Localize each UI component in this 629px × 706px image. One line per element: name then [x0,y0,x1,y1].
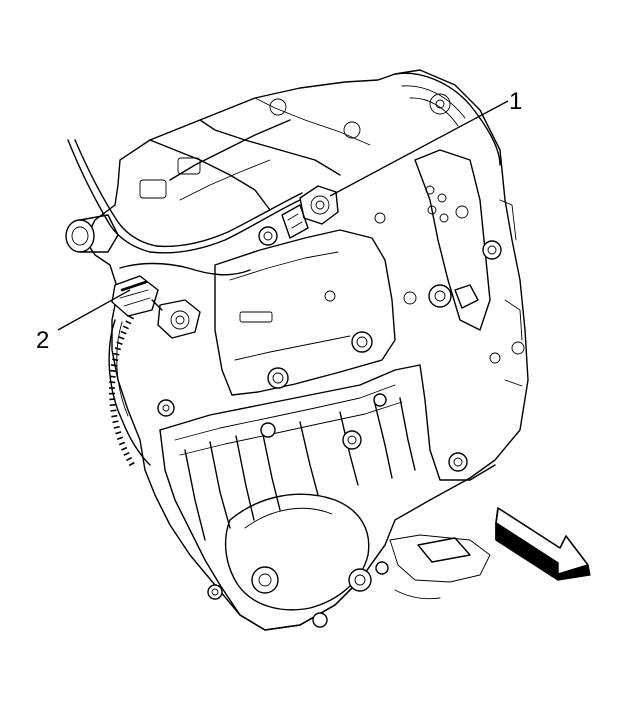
sensor-connector-1 [281,185,339,239]
leader-line-1 [329,100,509,197]
gear-tooth [118,441,126,446]
gear-tooth [110,369,117,373]
sensor-connector-2 [111,275,201,339]
oil-pan [157,364,496,586]
gear-tooth [122,325,129,330]
gear-tooth [126,456,133,462]
gear-tooth [120,330,127,335]
gear-tooth [110,364,118,367]
gear-tooth [113,352,120,356]
gear-tooth [113,425,120,429]
leader-line-2 [57,289,131,331]
gear-tooth [115,431,122,435]
gear-tooth [123,451,130,456]
sump-bowl [207,493,389,631]
gear-tooth [116,436,124,440]
left-fitting [65,214,119,253]
front-direction-arrow-icon [495,507,591,581]
floor-patch [389,534,491,600]
gear-tooth [116,341,123,345]
gear-tooth [109,375,116,378]
flywheel-ring [394,72,501,166]
gear-tooth [110,409,117,412]
callout-1-label: 1 [509,88,522,115]
gear-tooth [109,403,116,407]
gear-tooth [121,446,128,451]
ring-gear [108,315,151,467]
gear-tooth [114,347,122,351]
side-cover [214,226,396,396]
gear-tooth [125,320,132,325]
callout-2-label: 2 [36,327,49,354]
gear-tooth [112,420,119,424]
gear-tooth [118,336,125,340]
right-bracket [324,149,502,331]
gear-tooth [112,358,119,362]
gear-tooth [128,461,135,467]
gear-tooth [111,414,118,418]
wiring-harness [67,139,303,276]
gear-tooth [128,315,135,320]
upper-housing [139,97,371,211]
right-edge-ribs [489,199,525,387]
